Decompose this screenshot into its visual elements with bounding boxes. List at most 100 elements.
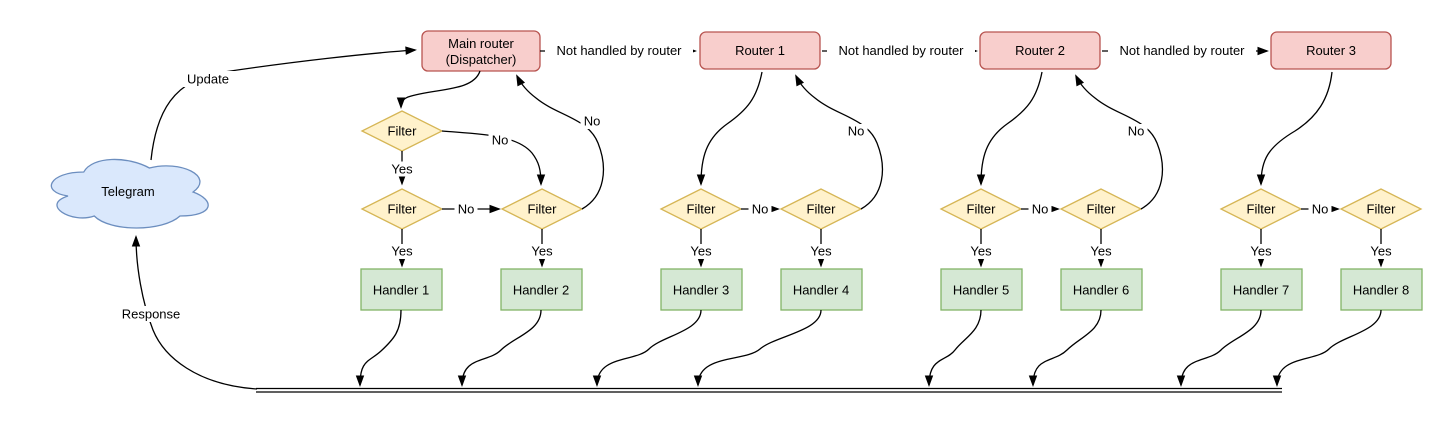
handler-1-node: Handler 1: [360, 268, 443, 311]
yes-label-bg: [1247, 244, 1275, 259]
handler-7-label: Handler 7: [1233, 283, 1289, 298]
router-3-node: Router 3: [1270, 31, 1392, 70]
router-1-to-filter-arrow: [696, 71, 763, 186]
no-label-bg: [1028, 202, 1052, 217]
handler-6-label: Handler 6: [1073, 283, 1129, 298]
handler-8-node: Handler 8: [1340, 268, 1423, 311]
not-handled-edge-2: Not handled by router: [822, 43, 978, 59]
filter-diamond: [1339, 188, 1423, 230]
router-3-section: Filter Filter No Yes Yes Handler 7 Handl…: [1219, 71, 1423, 311]
yes-label-bg: [1087, 244, 1115, 259]
dispatcher-section: Filter Yes No Filter Filter No No Yes Ye…: [360, 70, 604, 311]
filter-label: Filter: [1087, 202, 1117, 217]
update-edge: Update: [150, 46, 417, 161]
filter-no-curve-arrow: [441, 130, 546, 186]
handler-8-label: Handler 8: [1353, 283, 1409, 298]
handler-7-to-bus-arrow: [1176, 309, 1262, 387]
telegram-cloud-node: Telegram: [50, 158, 209, 229]
yes-label-bg: [388, 244, 416, 259]
no-label: No: [1128, 124, 1145, 139]
handler-1-to-bus-arrow: [355, 309, 402, 387]
not-handled-label-bg-1: [545, 43, 693, 59]
no-label-bg: [454, 202, 478, 217]
not-handled-label-bg-2: [827, 43, 975, 59]
handler-2-label: Handler 2: [513, 283, 569, 298]
response-label: Response: [122, 307, 181, 322]
no-label-bg: [580, 114, 604, 129]
router-2-node: Router 2: [979, 31, 1101, 70]
no-label: No: [492, 133, 509, 148]
main-router-label-line2: (Dispatcher): [446, 52, 517, 67]
router-1-section: Filter Filter No No Yes Yes Handler 3 Ha…: [659, 71, 883, 311]
yes-label-bg: [687, 244, 715, 259]
filter-label: Filter: [1367, 202, 1397, 217]
not-handled-label-1: Not handled by router: [556, 43, 682, 58]
router-3-box: [1270, 31, 1392, 70]
no-label: No: [1032, 202, 1049, 217]
yes-label: Yes: [1370, 244, 1392, 259]
response-label-bg: [116, 306, 186, 322]
handler-6-to-bus-arrow: [1028, 309, 1102, 387]
dispatcher-to-filter-arrow: [396, 70, 481, 109]
router-1-label: Router 1: [735, 43, 785, 58]
not-handled-edge-1: Not handled by router: [540, 43, 697, 59]
router-3-to-filter-arrow: [1256, 71, 1333, 186]
yes-label-bg: [807, 244, 835, 259]
main-router-node: Main router (Dispatcher): [421, 30, 541, 72]
no-label-bg: [1124, 124, 1148, 139]
not-handled-label-2: Not handled by router: [838, 43, 964, 58]
yes-label: Yes: [531, 244, 553, 259]
handler-4-box: [780, 268, 863, 311]
no-label: No: [1312, 202, 1329, 217]
handler-3-label: Handler 3: [673, 283, 729, 298]
handler-1-box: [360, 268, 443, 311]
handler-4-label: Handler 4: [793, 283, 849, 298]
handler-5-node: Handler 5: [940, 268, 1023, 311]
yes-label: Yes: [970, 244, 992, 259]
handler-2-to-bus-arrow: [457, 309, 542, 387]
main-router-label-line1: Main router: [448, 36, 514, 51]
handler-5-box: [940, 268, 1023, 311]
filter-label: Filter: [1247, 202, 1277, 217]
not-handled-edge-3: Not handled by router: [1102, 43, 1269, 59]
handler-5-to-bus-arrow: [924, 309, 982, 387]
yes-label: Yes: [1090, 244, 1112, 259]
update-label-bg: [180, 71, 236, 87]
yes-label-bg: [528, 244, 556, 259]
no-label: No: [458, 202, 475, 217]
router-1-node: Router 1: [699, 31, 821, 70]
yes-label: Yes: [391, 162, 413, 177]
yes-label-bg: [388, 161, 416, 177]
cloud-icon: [50, 158, 209, 229]
not-handled-label-3: Not handled by router: [1119, 43, 1245, 58]
yes-label: Yes: [1250, 244, 1272, 259]
yes-label: Yes: [810, 244, 832, 259]
handler-7-node: Handler 7: [1220, 268, 1303, 311]
filter-label: Filter: [687, 202, 717, 217]
filter-no-return-arrow: [795, 74, 883, 210]
router-3-label: Router 3: [1306, 43, 1356, 58]
no-label-bg: [1308, 202, 1332, 217]
update-arrow: [150, 46, 417, 161]
cloud-label: Telegram: [101, 184, 154, 199]
response-edge: Response: [116, 235, 258, 390]
yes-label: Yes: [690, 244, 712, 259]
handler-2-box: [500, 268, 583, 311]
handler-5-label: Handler 5: [953, 283, 1009, 298]
filter-no-return-arrow: [1075, 74, 1163, 210]
response-bus: [256, 387, 1282, 393]
yes-label-bg: [1367, 244, 1395, 259]
router-1-box: [699, 31, 821, 70]
no-label-bg: [748, 202, 772, 217]
handler-1-label: Handler 1: [373, 283, 429, 298]
no-label-bg: [844, 124, 868, 139]
router-2-label: Router 2: [1015, 43, 1065, 58]
yes-label-bg: [967, 244, 995, 259]
handler-6-node: Handler 6: [1060, 268, 1143, 311]
handler-8-to-bus-arrow: [1272, 309, 1382, 387]
handler-3-to-bus-arrow: [592, 309, 702, 387]
no-label-bg: [488, 133, 512, 148]
handler-8-box: [1340, 268, 1423, 311]
